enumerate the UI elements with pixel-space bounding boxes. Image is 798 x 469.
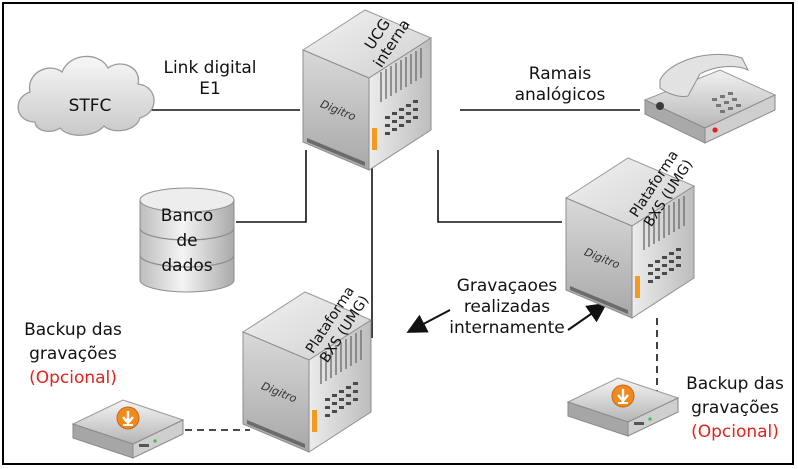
phone-label-line1: Ramais xyxy=(528,64,592,84)
backup-drive-right-icon xyxy=(566,376,680,438)
connection-lines xyxy=(150,109,658,431)
backup-left-line1: Backup das xyxy=(24,320,122,340)
backup-right-optional: (Opcional) xyxy=(691,422,779,442)
recordings-line3: internamente xyxy=(449,318,565,338)
database-icon xyxy=(139,187,235,293)
backup-drive-left-icon xyxy=(71,398,185,460)
link-digital-line1: Link digital xyxy=(163,58,257,78)
link-digital-label: Link digital E1 xyxy=(150,58,270,100)
database-label: Banco de dados xyxy=(147,206,227,277)
backup-left-optional: (Opcional) xyxy=(29,368,117,388)
phone-label-line2: analógicos xyxy=(514,85,606,105)
edge-ucg-database xyxy=(236,150,307,223)
arrow-to-bxs-right xyxy=(567,302,608,331)
database-label-line2: de xyxy=(176,231,198,251)
link-digital-line2: E1 xyxy=(199,79,221,99)
arrow-to-bxs-left xyxy=(406,309,451,333)
recordings-line1: Gravaçaoes xyxy=(456,276,558,296)
edge-ucg-bxs-right xyxy=(437,150,562,223)
backup-left-label: Backup das gravações (Opcional) xyxy=(8,320,138,389)
backup-right-line2: gravações xyxy=(691,398,779,418)
phone-label: Ramais analógicos xyxy=(500,64,620,106)
stfc-label: STFC xyxy=(68,96,112,116)
backup-left-line2: gravações xyxy=(29,344,117,364)
database-label-line1: Banco xyxy=(160,206,214,226)
phone-icon xyxy=(643,54,777,144)
backup-right-label: Backup das gravações (Opcional) xyxy=(676,374,794,443)
stfc-cloud xyxy=(17,55,155,136)
recordings-label: Gravaçaoes realizadas internamente xyxy=(432,276,582,339)
recordings-line2: realizadas xyxy=(463,297,551,317)
backup-right-line1: Backup das xyxy=(686,374,784,394)
database-label-line3: dados xyxy=(161,256,213,276)
